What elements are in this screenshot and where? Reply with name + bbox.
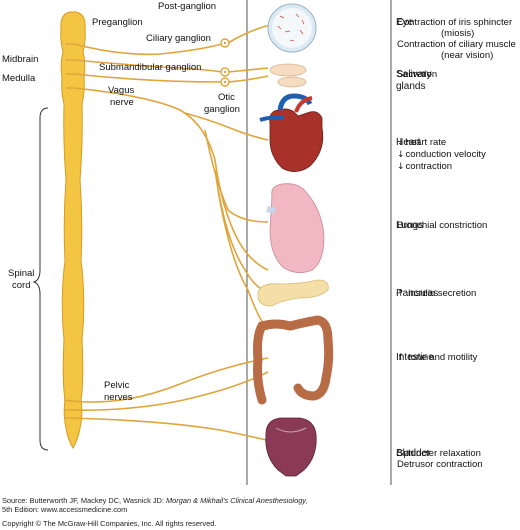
label-midbrain: Midbrain xyxy=(2,54,39,65)
label-otic-2: ganglion xyxy=(204,104,240,115)
effect-heart-3-text: contraction xyxy=(405,161,453,172)
copyright: Copyright © The McGraw-Hill Companies, I… xyxy=(2,519,217,528)
arrow-up-icon: ↑ xyxy=(397,289,405,299)
effect-pancreas-1: ↑ insulin secretion xyxy=(397,288,476,300)
effect-eye-3: Contraction of ciliary muscle xyxy=(397,39,516,50)
effect-bladder: Sphincter relaxation Detrusor contractio… xyxy=(397,448,483,470)
organ-bladder: Bladder xyxy=(396,448,431,459)
label-pelvic-2: nerves xyxy=(104,392,133,403)
label-vagus-2: nerve xyxy=(110,97,134,108)
spinal-cord xyxy=(60,11,86,449)
nerve-pelvic-1 xyxy=(63,357,269,403)
lungs-illustration xyxy=(266,183,325,273)
source-citation-line2: 5th Edition: www.accessmedicine.com xyxy=(2,505,128,514)
effect-heart-1-text: heart rate xyxy=(405,137,447,148)
organ-salivary-1: Salivary xyxy=(396,69,432,80)
nerve-vagus-pancreas xyxy=(214,169,269,293)
label-medulla: Medulla xyxy=(2,73,36,84)
pancreas-illustration xyxy=(257,279,329,307)
effect-intestine: ↑ tone and motility xyxy=(397,352,477,364)
effect-heart-2-text: conduction velocity xyxy=(405,149,486,160)
ciliary-ganglion-node xyxy=(220,38,230,48)
bladder-illustration xyxy=(265,417,317,477)
effect-intestine-1-text: tone and motility xyxy=(405,352,478,363)
effect-heart-1: ↓heart rate xyxy=(397,137,486,149)
label-pelvic-1: Pelvic xyxy=(104,380,130,391)
nerve-pelvic-bladder xyxy=(63,417,267,441)
effect-eye-2: (miosis) xyxy=(441,28,475,39)
effect-heart-2: ↓conduction velocity xyxy=(397,149,486,161)
effect-heart: ↓heart rate ↓conduction velocity ↓contra… xyxy=(397,137,486,173)
effect-bladder-2: Detrusor contraction xyxy=(397,459,483,470)
label-submandibular-ganglion: Submandibular ganglion xyxy=(99,62,202,73)
salivary-glands-illustration xyxy=(269,63,307,88)
label-post-ganglion: Post-ganglion xyxy=(158,1,217,12)
effect-eye-1: Contraction of iris sphincter xyxy=(397,17,513,28)
label-vagus-1: Vagus xyxy=(108,85,135,96)
nerve-to-otic xyxy=(73,73,223,83)
effect-eye: Contraction of iris sphincter (miosis) C… xyxy=(397,17,516,61)
cord-stubs xyxy=(66,43,74,89)
label-ciliary-ganglion: Ciliary ganglion xyxy=(146,33,211,44)
arrow-down-icon: ↓ xyxy=(397,150,405,160)
nerve-submandibular-post xyxy=(227,67,269,73)
nerves xyxy=(63,24,271,441)
intestine-illustration xyxy=(253,315,334,405)
effect-heart-3: ↓contraction xyxy=(397,161,486,173)
organ-salivary-2: glands xyxy=(396,81,426,92)
effect-pancreas: ↑ insulin secretion xyxy=(397,288,476,300)
effect-lungs-1: Bronchial constriction xyxy=(397,220,488,231)
effect-salivary: Secretion xyxy=(397,69,437,80)
nerve-vagus-heart xyxy=(184,112,269,141)
nerve-vagus-intestine xyxy=(217,189,269,331)
organ-heart: Heart xyxy=(396,137,421,148)
nerve-ciliary-post xyxy=(227,24,271,44)
nerve-vagus xyxy=(73,87,269,271)
organ-pancreas: Pancreas xyxy=(396,288,439,299)
submandibular-ganglion-node xyxy=(220,67,230,77)
effect-pancreas-1-text: insulin secretion xyxy=(405,288,477,299)
nerve-to-ciliary-ganglion xyxy=(73,43,223,56)
arrow-up-icon: ↑ xyxy=(397,353,405,363)
organ-eye: Eye xyxy=(396,17,414,28)
nerve-vagus-lungs xyxy=(204,129,269,223)
arrow-down-icon: ↓ xyxy=(397,138,405,148)
nerve-to-submandibular xyxy=(73,59,223,73)
label-spinal-cord-1: Spinal xyxy=(8,268,35,279)
effect-intestine-1: ↑ tone and motility xyxy=(397,352,477,364)
label-otic-1: Otic xyxy=(218,92,235,103)
effect-salivary-1: Secretion xyxy=(397,69,438,80)
organ-intestine: Intestine xyxy=(396,352,434,363)
nerve-otic-post xyxy=(227,75,269,83)
effect-lungs: Bronchial constriction xyxy=(397,220,487,231)
nerve-pelvic-2 xyxy=(63,371,269,412)
spinal-cord-brace xyxy=(32,107,49,451)
source-prefix: Source: Butterworth JF, Mackey DC, Wasni… xyxy=(2,496,167,505)
heart-illustration xyxy=(259,93,324,172)
source-title: Morgan & Mikhail's Clinical Anesthesiolo… xyxy=(166,496,308,505)
effect-eye-4: (near vision) xyxy=(441,50,494,61)
arrow-down-icon: ↓ xyxy=(397,162,405,172)
otic-ganglion-node xyxy=(220,77,230,87)
effect-bladder-1: Sphincter relaxation xyxy=(397,448,481,459)
eye-illustration xyxy=(267,3,317,53)
organ-lungs: Lungs xyxy=(396,220,424,231)
label-preganglion: Preganglion xyxy=(92,17,143,28)
label-spinal-cord-2: cord xyxy=(12,280,31,291)
source-citation: Source: Butterworth JF, Mackey DC, Wasni… xyxy=(2,496,308,506)
